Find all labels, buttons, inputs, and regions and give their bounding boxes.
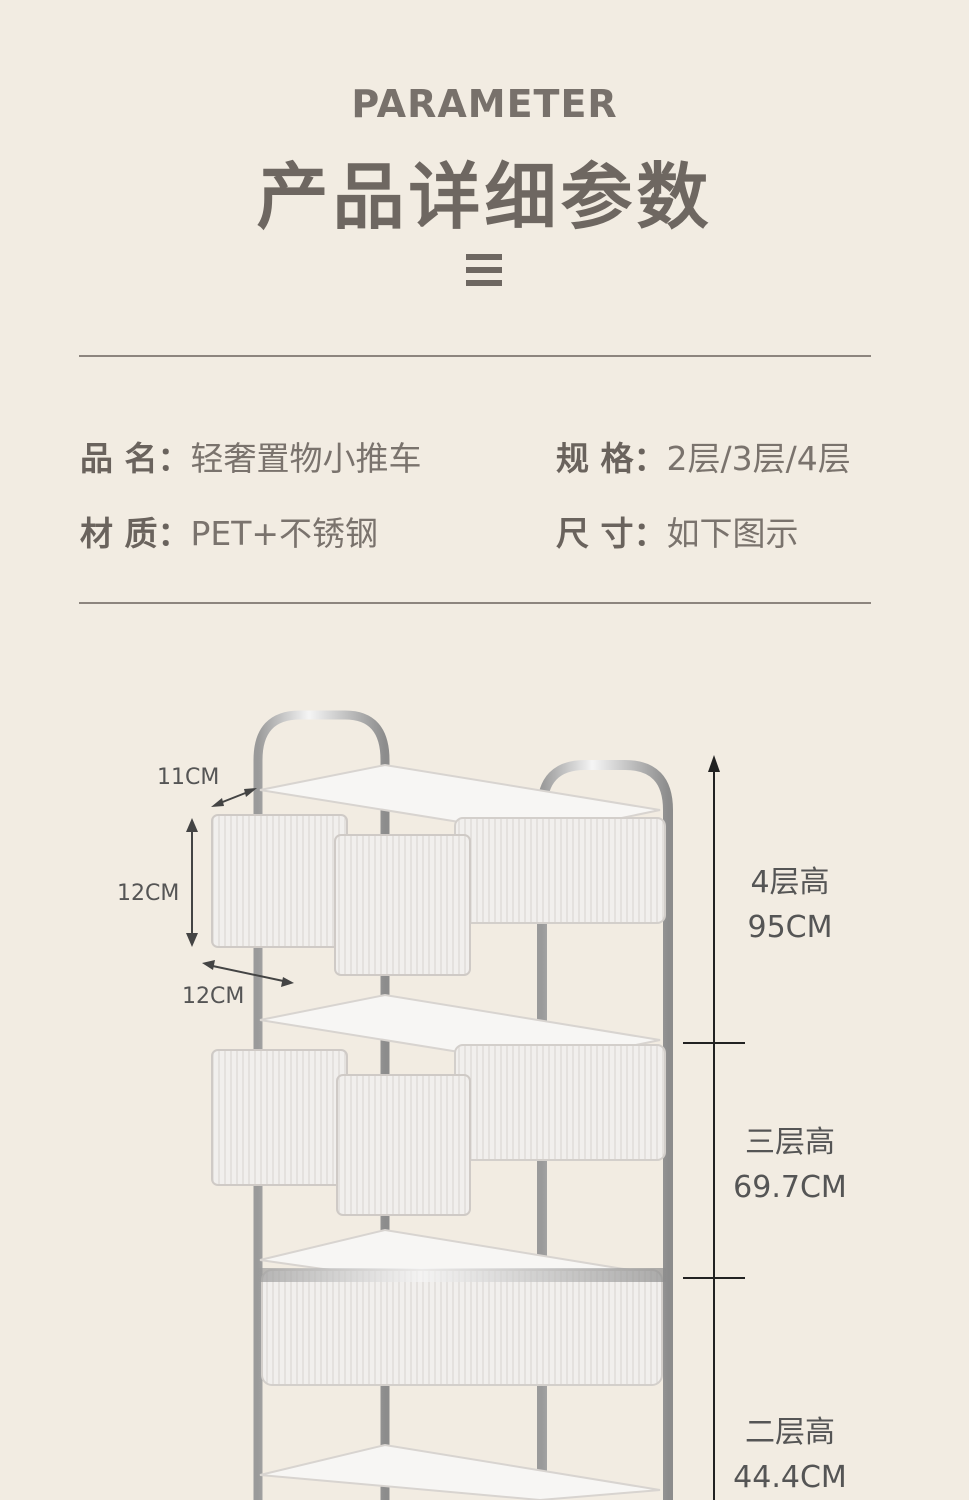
param-value: 轻奢置物小推车 — [190, 439, 422, 478]
menu-icon — [466, 252, 502, 288]
param-label: 材 质： — [80, 514, 191, 553]
height-3-tier-label: 三层高 — [745, 1125, 835, 1160]
divider-bottom — [79, 602, 871, 604]
param-value: 2层/3层/4层 — [666, 439, 851, 478]
basket-depth-label: 11CM — [157, 765, 220, 790]
height-4-tier-label: 4层高 — [750, 865, 830, 900]
tier-top — [259, 763, 666, 924]
height-4-tier: 4层高 95CM — [710, 860, 870, 950]
height-2-tier-label: 二层高 — [745, 1415, 835, 1450]
param-label: 品 名： — [80, 439, 191, 478]
param-label: 规 格： — [556, 439, 667, 478]
height-3-tier: 三层高 69.7CM — [710, 1120, 870, 1210]
param-material: 材 质：PET+不锈钢 — [80, 507, 378, 555]
tier-third — [258, 1228, 666, 1386]
basket-height-label: 12CM — [117, 881, 180, 906]
basket-width-label: 12CM — [182, 984, 245, 1009]
title-en: PARAMETER — [351, 82, 618, 126]
param-spec: 规 格：2层/3层/4层 — [556, 432, 851, 480]
divider-top — [79, 355, 871, 357]
tier-bottom — [259, 1443, 661, 1500]
param-name: 品 名：轻奢置物小推车 — [80, 432, 422, 480]
height-4-tier-value: 95CM — [747, 910, 833, 945]
cart-illustration — [186, 710, 745, 1500]
tier-second — [259, 993, 666, 1161]
title-cn: 产品详细参数 — [256, 155, 713, 239]
height-3-tier-value: 69.7CM — [733, 1170, 847, 1205]
height-2-tier-value: 44.4CM — [733, 1460, 847, 1495]
param-label: 尺 寸： — [556, 514, 667, 553]
height-2-tier: 二层高 44.4CM — [710, 1410, 870, 1500]
param-value: PET+不锈钢 — [190, 514, 379, 553]
param-value: 如下图示 — [666, 514, 799, 553]
param-size: 尺 寸：如下图示 — [556, 507, 799, 555]
